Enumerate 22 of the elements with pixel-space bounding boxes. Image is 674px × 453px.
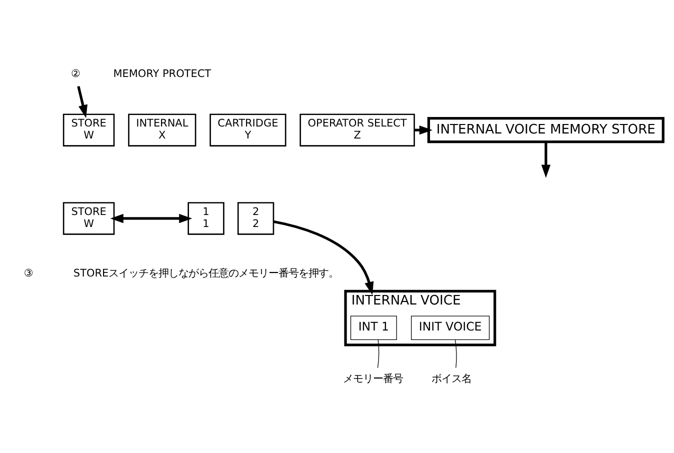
node-text: ボイス名 (432, 372, 472, 385)
node-box: OPERATOR SELECT Z (300, 113, 415, 146)
node-box: INIT VOICE (411, 315, 490, 340)
node-box: INTERNAL VOICE MEMORY STORE (427, 116, 664, 143)
node-box: INT 1 (350, 315, 397, 340)
arrow (273, 220, 374, 295)
connector (377, 338, 380, 368)
node-box: STORE W (62, 202, 115, 234)
label: STOREスイッチを押しながら任意のメモリー番号を押す。 (73, 267, 339, 280)
label: ③ (24, 267, 34, 280)
connector (454, 338, 457, 368)
node-box: 1 1 (188, 202, 224, 234)
arrow (541, 142, 551, 178)
node-text: ② (71, 67, 80, 80)
node-box: 2 2 (237, 202, 274, 234)
arrow (77, 86, 88, 118)
arrow (110, 213, 192, 223)
node-box: INTERNAL X (128, 113, 196, 146)
node-box: CARTRIDGE Y (210, 113, 286, 146)
label: MEMORY PROTECT (113, 67, 212, 80)
node-box: STORE W (62, 113, 115, 146)
node-text: メモリー番号 (343, 372, 404, 385)
